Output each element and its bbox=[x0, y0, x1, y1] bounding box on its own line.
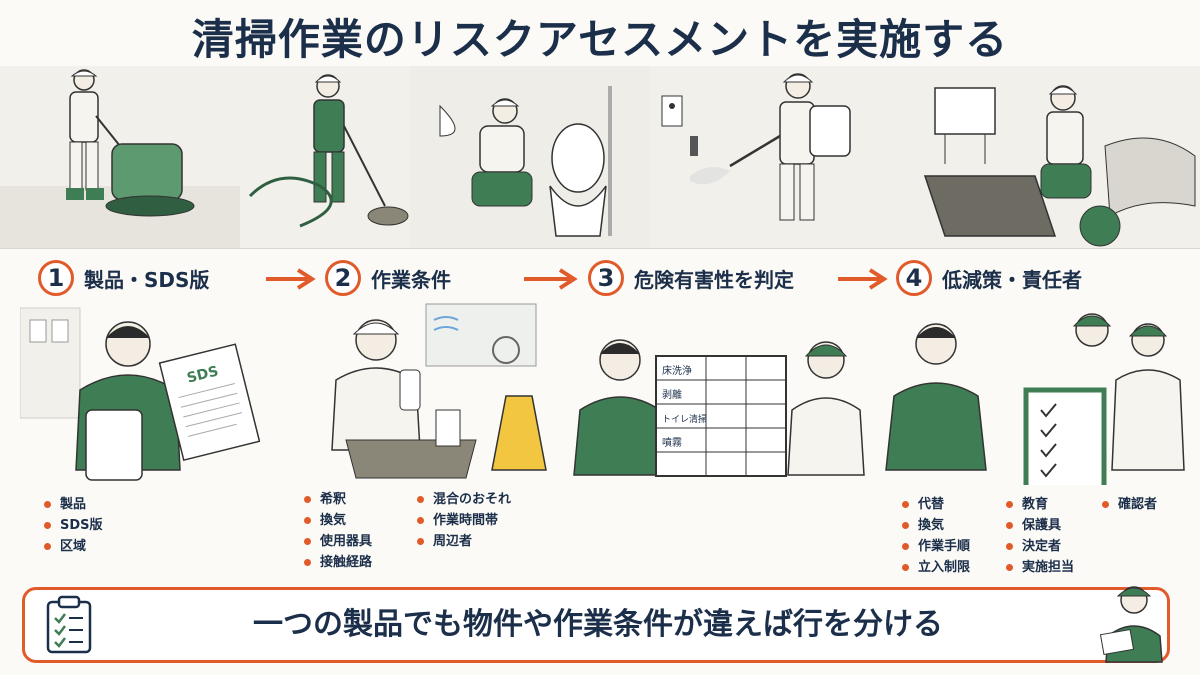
bottom-message: 一つの製品でも物件や作業条件が違えば行を分ける bbox=[253, 607, 943, 642]
arrow-right-icon bbox=[838, 268, 888, 290]
step-4-scene bbox=[885, 313, 1185, 485]
step-1-number: 1 bbox=[38, 260, 74, 296]
bottom-message-box bbox=[22, 587, 1170, 663]
step-1-label: 製品・SDS版 bbox=[84, 267, 210, 292]
spray-scene bbox=[650, 66, 896, 248]
list-item: SDS版 bbox=[42, 515, 103, 536]
sprayer-icon bbox=[661, 73, 851, 221]
list-item: 保護具 bbox=[1004, 515, 1074, 536]
list-item: 区域 bbox=[42, 536, 103, 557]
step-4-bullets-col3: 確認者 bbox=[1100, 494, 1157, 515]
list-item: 混合のおそれ bbox=[415, 489, 511, 510]
step-3-label: 危険有害性を判定 bbox=[634, 267, 794, 292]
list-item: 実施担当 bbox=[1004, 557, 1074, 578]
clipboard-icon bbox=[46, 595, 92, 654]
list-item: 希釈 bbox=[302, 489, 372, 510]
step-2-header: 2 作業条件 bbox=[325, 258, 451, 298]
list-item: 代替 bbox=[900, 494, 970, 515]
step-4-header: 4 低減策・責任者 bbox=[896, 258, 1082, 298]
step-2-number: 2 bbox=[325, 260, 361, 296]
table-row-label: トイレ清掃 bbox=[662, 413, 707, 425]
arrow-right-icon bbox=[266, 268, 316, 290]
step-4-bullets-col2: 教育 保護具 決定者 実施担当 bbox=[1004, 494, 1074, 578]
list-item: 換気 bbox=[900, 515, 970, 536]
list-item: 作業時間帯 bbox=[415, 510, 511, 531]
step-3-scene: 床洗浄 剥離 トイレ清掃 噴霧 bbox=[573, 339, 865, 477]
step-2-bullets-col1: 希釈 換気 使用器具 接触経路 bbox=[302, 489, 372, 573]
step-1-header: 1 製品・SDS版 bbox=[38, 258, 209, 298]
floor-scrubber-scene bbox=[0, 66, 241, 248]
manhole-scene bbox=[895, 66, 1200, 248]
table-row-label: 床洗浄 bbox=[662, 364, 692, 377]
list-item: 接触経路 bbox=[302, 552, 372, 573]
floor-scrubber-icon bbox=[0, 69, 240, 248]
writing-worker-icon bbox=[1099, 586, 1163, 663]
toilet-cleaning-icon bbox=[410, 66, 650, 248]
list-item: 使用器具 bbox=[302, 531, 372, 552]
buffer-scene bbox=[240, 66, 411, 248]
buffer-machine-icon bbox=[248, 74, 409, 228]
list-item: 教育 bbox=[1004, 494, 1074, 515]
manhole-icon bbox=[923, 85, 1196, 247]
list-item: 製品 bbox=[42, 494, 103, 515]
arrow-right-icon bbox=[524, 268, 578, 290]
list-item: 換気 bbox=[302, 510, 372, 531]
list-item: 決定者 bbox=[1004, 536, 1074, 557]
table-row-label: 噴霧 bbox=[662, 437, 682, 449]
step-2-label: 作業条件 bbox=[371, 267, 451, 292]
table-row-label: 剥離 bbox=[662, 388, 682, 401]
list-item: 立入制限 bbox=[900, 557, 970, 578]
list-item: 確認者 bbox=[1100, 494, 1157, 515]
sds-document-label: SDS bbox=[185, 363, 220, 386]
toilet-scene bbox=[410, 66, 651, 248]
step-3-header: 3 危険有害性を判定 bbox=[588, 258, 794, 298]
step-2-bullets-col2: 混合のおそれ 作業時間帯 周辺者 bbox=[415, 489, 511, 552]
step-1-bullets: 製品 SDS版 区域 bbox=[42, 494, 103, 557]
step-4-bullets-col1: 代替 換気 作業手順 立入制限 bbox=[900, 494, 970, 578]
step-4-number: 4 bbox=[896, 260, 932, 296]
step-4-label: 低減策・責任者 bbox=[942, 267, 1082, 292]
list-item: 周辺者 bbox=[415, 531, 511, 552]
list-item: 作業手順 bbox=[900, 536, 970, 557]
page-title: 清掃作業のリスクアセスメントを実施する bbox=[191, 15, 1009, 64]
step-1-scene: SDS bbox=[20, 307, 260, 481]
step-2-scene bbox=[331, 303, 547, 479]
illustration-band bbox=[0, 66, 1200, 249]
step-3-number: 3 bbox=[588, 260, 624, 296]
